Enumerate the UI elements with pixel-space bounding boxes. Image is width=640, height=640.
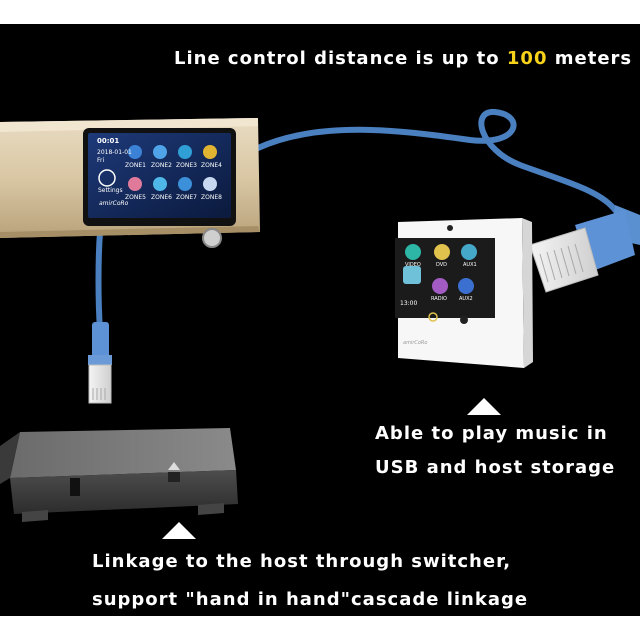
host-amplifier	[0, 118, 260, 248]
host-screen-date: 2018-01-01	[97, 149, 132, 156]
switcher-box	[0, 428, 238, 522]
caption-linkage-line1: Linkage to the host through switcher,	[92, 551, 512, 572]
network-cable-top	[255, 109, 618, 213]
caption-music-line2: USB and host storage	[375, 457, 616, 478]
panel-tile-label: VIDEO	[405, 262, 421, 268]
host-tile-label: ZONE6	[151, 194, 172, 201]
pointer-triangle-panel	[467, 398, 501, 415]
panel-tile-label: DVD	[436, 262, 448, 268]
rj45-plug-left	[88, 322, 112, 404]
panel-time: 13:00	[400, 300, 418, 307]
wall-control-panel	[395, 218, 533, 368]
caption-music-line1: Able to play music in	[375, 423, 608, 444]
caption-distance: Line control distance is up to 100 meter…	[174, 48, 632, 69]
rj45-plug-right	[529, 205, 640, 293]
host-screen-brand: amirCoRo	[99, 200, 129, 207]
host-screen-settings-label: Settings	[98, 187, 123, 194]
host-tile-label: ZONE4	[201, 162, 222, 169]
panel-tile-label: RADIO	[431, 296, 447, 302]
host-screen-tiles	[98, 145, 217, 191]
caption-linkage-line2: support "hand in hand"cascade linkage	[92, 589, 529, 610]
host-tile-label: ZONE5	[125, 194, 146, 201]
panel-tile-label: AUX2	[459, 296, 473, 302]
host-tile-label: ZONE8	[201, 194, 222, 201]
host-tile-label: ZONE1	[125, 162, 146, 169]
host-screen-weekday: Fri	[97, 157, 105, 164]
host-tile-label: ZONE7	[176, 194, 197, 201]
panel-brand: amirCoRo	[403, 340, 428, 346]
panel-tile-label: AUX1	[463, 262, 477, 268]
caption-distance-highlight: 100	[506, 48, 548, 69]
bottom-border	[0, 616, 640, 640]
host-tile-label: ZONE3	[176, 162, 197, 169]
pointer-triangle-switcher	[162, 522, 196, 539]
host-screen-time: 00:01	[97, 137, 120, 145]
network-cable-down	[95, 229, 103, 333]
caption-distance-before: Line control distance is up to	[174, 48, 507, 69]
host-tile-label: ZONE2	[151, 162, 172, 169]
top-border	[0, 0, 640, 24]
caption-distance-after: meters	[547, 48, 633, 69]
